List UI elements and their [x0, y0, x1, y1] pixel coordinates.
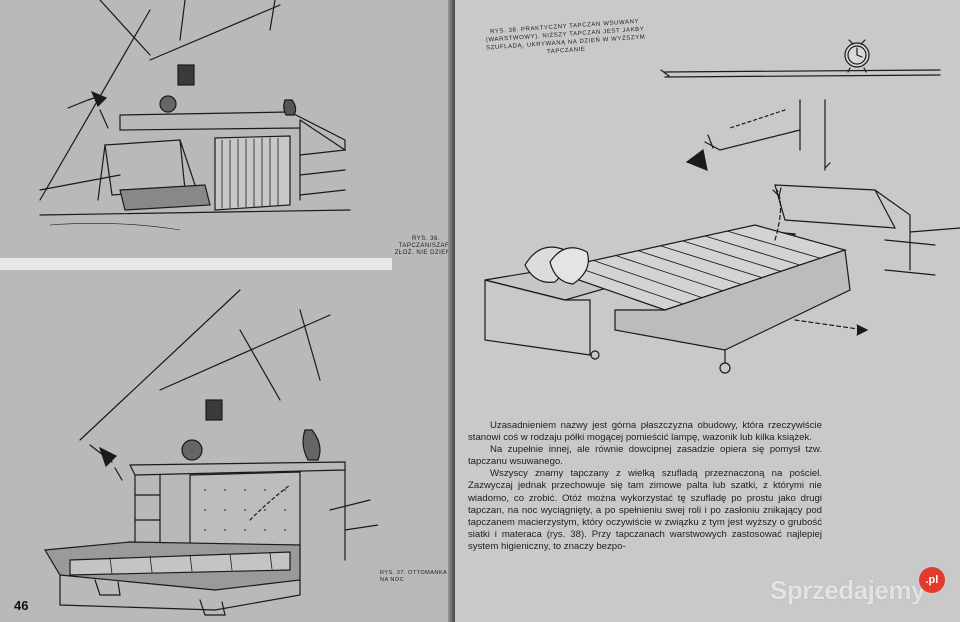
paragraph-3: Wszyscy znamy tapczany z wielką szufladą… [468, 468, 822, 552]
left-page: RYS. 36. TAPCZAN/SZAFA ZŁOŻ. NIE DZIENIE [0, 0, 458, 622]
paragraph-1: Uzasadnieniem nazwy jest górna płaszczyz… [468, 420, 822, 444]
body-text: Uzasadnieniem nazwy jest górna płaszczyz… [468, 420, 822, 553]
watermark: Sprzedajemy .pl [770, 567, 949, 610]
figure-divider [0, 258, 392, 270]
fig36-illustration [0, 0, 392, 258]
fig37-caption: RYS. 37. OTTOMANKA NA NOC [380, 570, 447, 583]
watermark-badge: .pl [918, 567, 945, 593]
fig37-illustration [0, 270, 378, 622]
page-number: 46 [14, 598, 29, 613]
right-page: RYS. 38. PRAKTYCZNY TAPCZAN WSUWANY (WAR… [455, 0, 960, 622]
fig38-illustration [455, 0, 960, 400]
paragraph-2: Na zupełnie innej, ale równie dowcipnej … [468, 444, 822, 468]
watermark-text: Sprzedajemy [770, 574, 925, 605]
fig36-caption: RYS. 36. TAPCZAN/SZAFA ZŁOŻ. NIE DZIENIE [394, 236, 458, 257]
